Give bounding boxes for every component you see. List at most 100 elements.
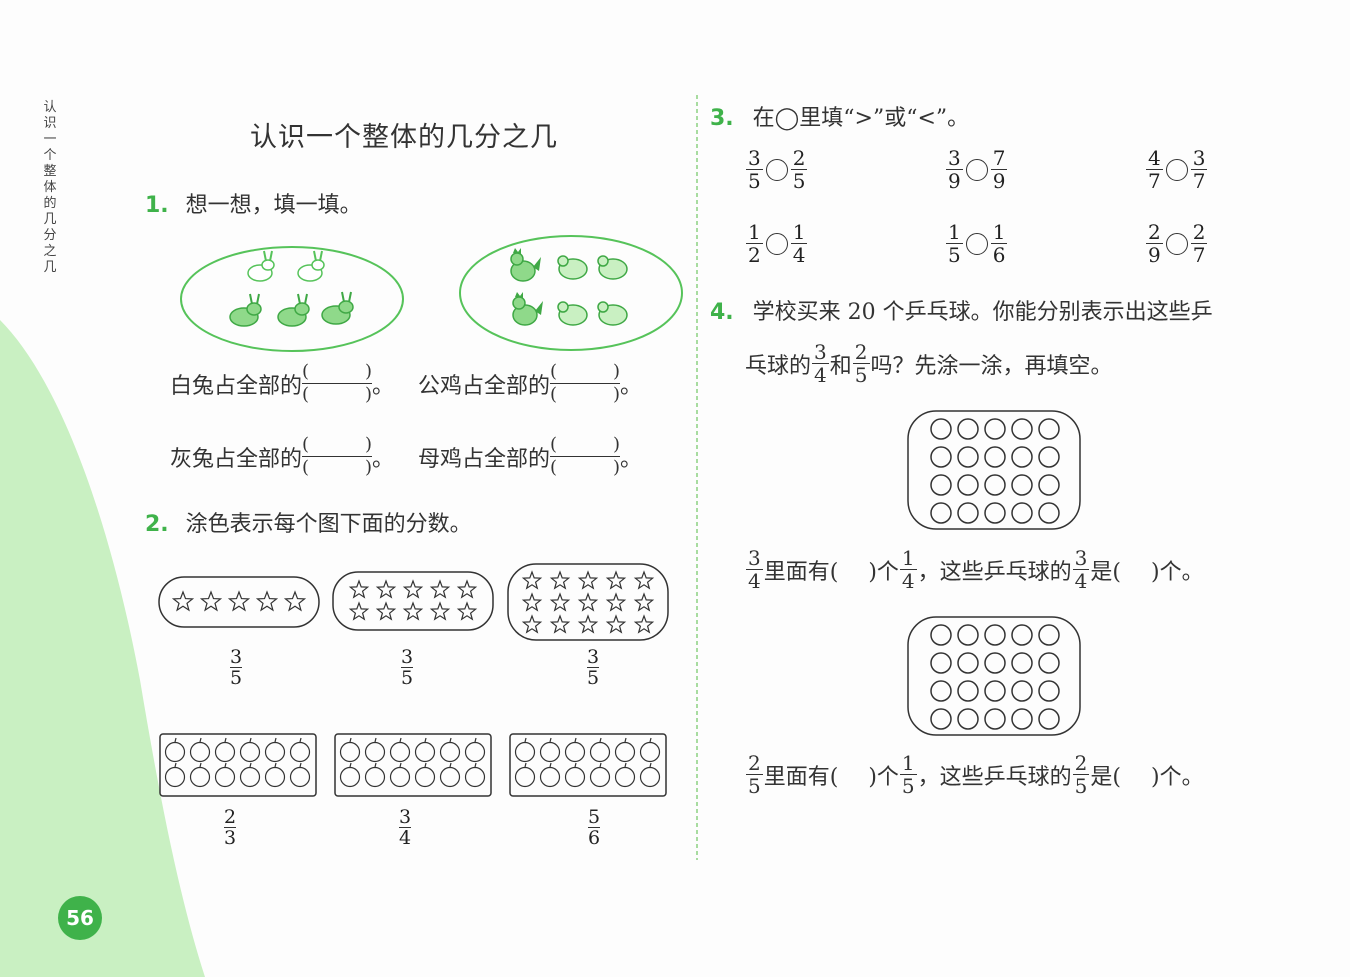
- star-icon[interactable]: [171, 590, 195, 612]
- apple-icon[interactable]: [339, 766, 361, 788]
- ping-pong-ball[interactable]: [1011, 680, 1033, 702]
- apple-icon[interactable]: [464, 766, 486, 788]
- ping-pong-ball[interactable]: [957, 418, 979, 440]
- ping-pong-ball[interactable]: [957, 446, 979, 468]
- apple-icon[interactable]: [439, 741, 461, 763]
- apple-icon[interactable]: [564, 741, 586, 763]
- ping-pong-ball[interactable]: [1038, 418, 1060, 440]
- star-icon[interactable]: [605, 614, 627, 634]
- apple-icon[interactable]: [539, 741, 561, 763]
- apple-icon[interactable]: [589, 741, 611, 763]
- apple-icon[interactable]: [514, 741, 536, 763]
- ping-pong-ball[interactable]: [957, 680, 979, 702]
- ping-pong-ball[interactable]: [930, 446, 952, 468]
- answer-fraction-blank[interactable]: () (): [302, 434, 373, 478]
- star-icon[interactable]: [577, 592, 599, 612]
- ping-pong-ball[interactable]: [1038, 474, 1060, 496]
- apple-icon[interactable]: [189, 766, 211, 788]
- ping-pong-ball[interactable]: [1038, 652, 1060, 674]
- apple-icon[interactable]: [614, 741, 636, 763]
- apple-icon[interactable]: [639, 766, 661, 788]
- ping-pong-ball[interactable]: [984, 502, 1006, 524]
- apple-icon[interactable]: [239, 766, 261, 788]
- apple-icon[interactable]: [239, 741, 261, 763]
- ping-pong-ball[interactable]: [984, 652, 1006, 674]
- ping-pong-ball[interactable]: [957, 502, 979, 524]
- star-icon[interactable]: [199, 590, 223, 612]
- star-icon[interactable]: [521, 570, 543, 590]
- compare-circle[interactable]: [765, 232, 788, 255]
- apple-icon[interactable]: [389, 766, 411, 788]
- compare-circle[interactable]: [965, 232, 988, 255]
- ping-pong-ball[interactable]: [984, 418, 1006, 440]
- star-icon[interactable]: [521, 592, 543, 612]
- ping-pong-ball[interactable]: [930, 624, 952, 646]
- answer-fraction-blank[interactable]: () (): [550, 361, 621, 405]
- apple-icon[interactable]: [414, 741, 436, 763]
- ping-pong-ball[interactable]: [957, 708, 979, 730]
- star-icon[interactable]: [549, 614, 571, 634]
- star-icon[interactable]: [633, 570, 655, 590]
- ping-pong-ball[interactable]: [930, 502, 952, 524]
- ping-pong-ball[interactable]: [930, 474, 952, 496]
- star-icon[interactable]: [348, 601, 370, 621]
- apple-icon[interactable]: [639, 741, 661, 763]
- ping-pong-ball[interactable]: [984, 474, 1006, 496]
- ping-pong-ball[interactable]: [1038, 708, 1060, 730]
- star-icon[interactable]: [456, 579, 478, 599]
- star-icon[interactable]: [429, 579, 451, 599]
- star-icon[interactable]: [255, 590, 279, 612]
- apple-icon[interactable]: [164, 741, 186, 763]
- ping-pong-ball[interactable]: [930, 680, 952, 702]
- star-icon[interactable]: [605, 570, 627, 590]
- star-icon[interactable]: [577, 614, 599, 634]
- apple-icon[interactable]: [214, 766, 236, 788]
- apple-icon[interactable]: [339, 741, 361, 763]
- ping-pong-ball[interactable]: [1038, 446, 1060, 468]
- ping-pong-ball[interactable]: [930, 652, 952, 674]
- apple-icon[interactable]: [189, 741, 211, 763]
- ping-pong-ball[interactable]: [984, 446, 1006, 468]
- apple-icon[interactable]: [364, 741, 386, 763]
- ping-pong-ball[interactable]: [930, 418, 952, 440]
- answer-fraction-blank[interactable]: () (): [550, 434, 621, 478]
- apple-icon[interactable]: [514, 766, 536, 788]
- ping-pong-ball[interactable]: [1011, 624, 1033, 646]
- apple-icon[interactable]: [264, 766, 286, 788]
- apple-icon[interactable]: [614, 766, 636, 788]
- apple-icon[interactable]: [589, 766, 611, 788]
- apple-icon[interactable]: [539, 766, 561, 788]
- ping-pong-ball[interactable]: [957, 652, 979, 674]
- ping-pong-ball[interactable]: [1038, 680, 1060, 702]
- star-icon[interactable]: [549, 570, 571, 590]
- ping-pong-ball[interactable]: [957, 474, 979, 496]
- ping-pong-ball[interactable]: [1011, 502, 1033, 524]
- apple-icon[interactable]: [164, 766, 186, 788]
- star-icon[interactable]: [283, 590, 307, 612]
- ping-pong-ball[interactable]: [984, 624, 1006, 646]
- star-icon[interactable]: [227, 590, 251, 612]
- ping-pong-ball[interactable]: [1038, 624, 1060, 646]
- compare-circle[interactable]: [765, 158, 788, 181]
- answer-fraction-blank[interactable]: () (): [302, 361, 373, 405]
- compare-circle[interactable]: [1165, 232, 1188, 255]
- apple-icon[interactable]: [364, 766, 386, 788]
- ping-pong-ball[interactable]: [984, 708, 1006, 730]
- star-icon[interactable]: [402, 601, 424, 621]
- star-icon[interactable]: [375, 579, 397, 599]
- apple-icon[interactable]: [214, 741, 236, 763]
- star-icon[interactable]: [456, 601, 478, 621]
- apple-icon[interactable]: [289, 766, 311, 788]
- apple-icon[interactable]: [564, 766, 586, 788]
- star-icon[interactable]: [348, 579, 370, 599]
- apple-icon[interactable]: [389, 741, 411, 763]
- apple-icon[interactable]: [414, 766, 436, 788]
- star-icon[interactable]: [521, 614, 543, 634]
- star-icon[interactable]: [375, 601, 397, 621]
- star-icon[interactable]: [605, 592, 627, 612]
- apple-icon[interactable]: [439, 766, 461, 788]
- ping-pong-ball[interactable]: [1011, 446, 1033, 468]
- compare-circle[interactable]: [965, 158, 988, 181]
- ping-pong-ball[interactable]: [1011, 474, 1033, 496]
- ping-pong-ball[interactable]: [984, 680, 1006, 702]
